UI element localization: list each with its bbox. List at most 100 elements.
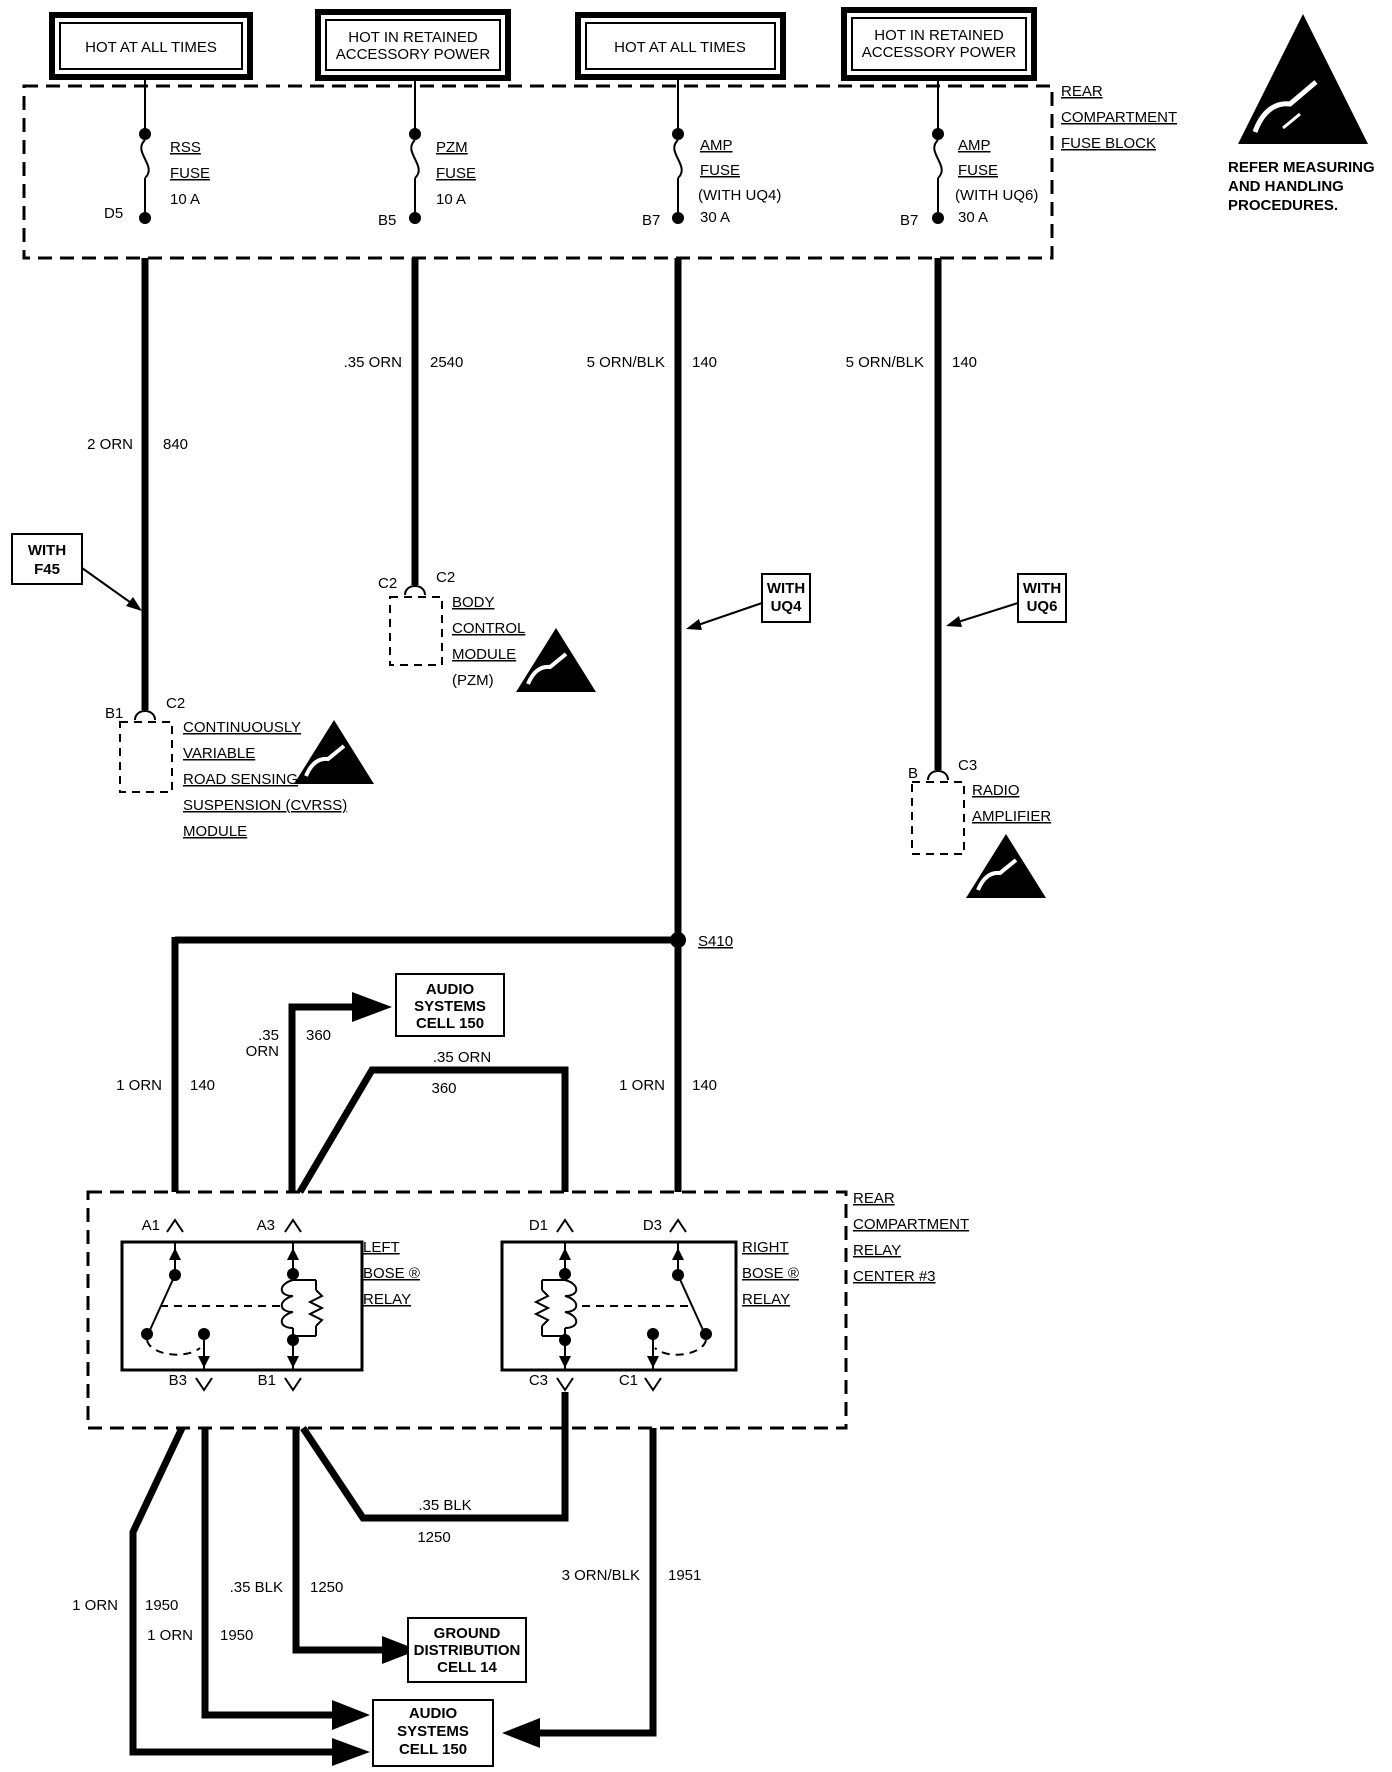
wire-a3-360-audio xyxy=(288,1003,355,1192)
ref-ground-box xyxy=(407,1617,527,1683)
ref-ground-line2: DISTRIBUTION xyxy=(414,1642,521,1659)
right-relay-pin-c1: C1 xyxy=(619,1372,638,1389)
fuse-pzm-name: PZM xyxy=(436,139,468,156)
fuse-amp-uq6-pin: B7 xyxy=(900,212,918,229)
esd-note-line2: AND HANDLING xyxy=(1228,178,1344,195)
cvrss-label-line2: VARIABLE xyxy=(183,745,255,762)
cvrss-label-line5: MODULE xyxy=(183,823,247,840)
wire-140-uq4-circuit: 140 xyxy=(692,354,717,371)
option-f45-line2: F45 xyxy=(34,561,60,578)
left-relay-label-line3: RELAY xyxy=(363,1291,411,1308)
wire-b3b-gauge: 1 ORN xyxy=(147,1627,193,1644)
option-uq4-arrow xyxy=(686,602,763,630)
fuse-rss-name: RSS xyxy=(170,139,201,156)
right-relay-pin-d3: D3 xyxy=(643,1217,662,1234)
right-bose-relay: D1 D3 C3 C1 RIGHT BOSE ® RELAY xyxy=(500,1217,799,1392)
right-relay-label-line2: BOSE ® xyxy=(742,1265,799,1282)
left-relay-pin-a1: A1 xyxy=(142,1217,160,1234)
wire-840-gauge: 2 ORN xyxy=(87,436,133,453)
wire-d3-circuit: 140 xyxy=(692,1077,717,1094)
fuse-amp-uq6-extra: (WITH UQ6) xyxy=(955,187,1038,204)
amp-conn: C3 xyxy=(958,757,977,774)
amp-esd-icon xyxy=(966,834,1046,898)
wire-a3-gauge-line1: .35 xyxy=(258,1027,279,1044)
ref-audio-top-line2: SYSTEMS xyxy=(414,998,486,1015)
power-source-4-label-line2: ACCESSORY POWER xyxy=(862,44,1017,61)
fuse-pzm-pin: B5 xyxy=(378,212,396,229)
option-uq6-line2: UQ6 xyxy=(1027,598,1058,615)
fuse-rss-rating: 10 A xyxy=(170,191,200,208)
fuse-amp-uq4-name: AMP xyxy=(700,137,733,154)
bcm-module: C2 C2 BODY CONTROL MODULE (PZM) xyxy=(378,569,525,689)
fuse-block-label-line3: FUSE BLOCK xyxy=(1061,135,1156,152)
bcm-label-line2: CONTROL xyxy=(452,620,525,637)
option-uq4-box xyxy=(761,573,811,623)
bcm-conn: C2 xyxy=(436,569,455,586)
wire-b3a-gauge: 1 ORN xyxy=(72,1597,118,1614)
fuse-amp-uq4-rating: 30 A xyxy=(700,209,730,226)
ref-audio-top-line3: CELL 150 xyxy=(416,1015,484,1032)
fuse-rss-pin: D5 xyxy=(104,205,123,222)
cvrss-module: B1 C2 CONTINUOUSLY VARIABLE ROAD SENSING… xyxy=(105,695,347,840)
wire-d1-gauge: .35 ORN xyxy=(433,1049,491,1066)
power-source-2-label-line1: HOT IN RETAINED xyxy=(348,29,478,46)
wire-c3-1250 xyxy=(300,1392,569,1522)
fuse-amp-uq6-name: AMP xyxy=(958,137,991,154)
wire-d3-gauge: 1 ORN xyxy=(619,1077,665,1094)
left-relay-pin-a3: A3 xyxy=(257,1217,275,1234)
fuse-rss: RSS FUSE 10 A D5 xyxy=(104,78,210,224)
relay-center-line3: RELAY xyxy=(853,1242,901,1259)
ref-audio-top-box xyxy=(395,973,505,1037)
option-uq6-box xyxy=(1017,573,1067,623)
wire-c1-gauge: 3 ORN/BLK xyxy=(562,1567,640,1584)
right-relay-label-line1: RIGHT xyxy=(742,1239,789,1256)
power-source-2-label-line2: ACCESSORY POWER xyxy=(336,46,491,63)
fuse-block-label-line1: REAR xyxy=(1061,83,1103,100)
left-relay-label-line1: LEFT xyxy=(363,1239,400,1256)
wire-b1-1250-ground xyxy=(292,1428,390,1654)
ref-audio-top-line1: AUDIO xyxy=(426,981,475,998)
fuse-block-outline xyxy=(22,84,1054,260)
wire-b3b-circuit: 1950 xyxy=(220,1627,253,1644)
wire-2540-circuit: 2540 xyxy=(430,354,463,371)
ref-audio-bottom-line2: SYSTEMS xyxy=(397,1723,469,1740)
wire-c3-gauge: .35 BLK xyxy=(418,1497,471,1514)
wire-2540-gauge: .35 ORN xyxy=(344,354,402,371)
ground-arrow xyxy=(382,1636,418,1664)
right-relay-pin-c3: C3 xyxy=(529,1372,548,1389)
fuse-pzm-rating: 10 A xyxy=(436,191,466,208)
cvrss-pin: B1 xyxy=(105,705,123,722)
amp-label-line2: AMPLIFIER xyxy=(972,808,1051,825)
wire-c3-circuit: 1250 xyxy=(417,1529,450,1546)
relay-center-line4: CENTER #3 xyxy=(853,1268,936,1285)
fuse-pzm: PZM FUSE 10 A B5 xyxy=(378,78,476,229)
cvrss-esd-icon xyxy=(294,720,374,784)
fuse-pzm-fuse: FUSE xyxy=(436,165,476,182)
fuse-block-label: REAR COMPARTMENT FUSE BLOCK xyxy=(1061,83,1177,152)
right-relay-label-line3: RELAY xyxy=(742,1291,790,1308)
audio-top-arrow xyxy=(352,992,392,1022)
power-source-3: HOT AT ALL TIMES xyxy=(575,12,786,80)
option-f45-arrow xyxy=(81,567,142,611)
amp-label-line1: RADIO xyxy=(972,782,1020,799)
power-source-2: HOT IN RETAINED ACCESSORY POWER xyxy=(315,9,511,81)
amp-pin: B xyxy=(908,765,918,782)
relay-center-outline xyxy=(86,1190,848,1430)
amp-module: B C3 RADIO AMPLIFIER xyxy=(908,757,1051,855)
option-f45-line1: WITH xyxy=(28,542,66,559)
fuse-amp-uq6: AMP FUSE (WITH UQ6) 30 A B7 xyxy=(900,78,1038,229)
wire-140-uq6-gauge: 5 ORN/BLK xyxy=(846,354,924,371)
audio-bottom-arrow-1 xyxy=(332,1700,370,1730)
wire-a3-gauge-line2: ORN xyxy=(246,1043,279,1060)
cvrss-label-line3: ROAD SENSING xyxy=(183,771,298,788)
power-source-1-label: HOT AT ALL TIMES xyxy=(85,39,217,56)
ref-ground-line1: GROUND xyxy=(434,1625,501,1642)
fuse-amp-uq4-fuse: FUSE xyxy=(700,162,740,179)
fuse-amp-uq6-rating: 30 A xyxy=(958,209,988,226)
audio-bottom-arrow-2 xyxy=(332,1738,370,1766)
right-relay-pin-d1: D1 xyxy=(529,1217,548,1234)
wire-140-uq6-circuit: 140 xyxy=(952,354,977,371)
power-source-4: HOT IN RETAINED ACCESSORY POWER xyxy=(841,7,1037,81)
wire-a1-gauge: 1 ORN xyxy=(116,1077,162,1094)
power-source-1: HOT AT ALL TIMES xyxy=(49,12,253,80)
